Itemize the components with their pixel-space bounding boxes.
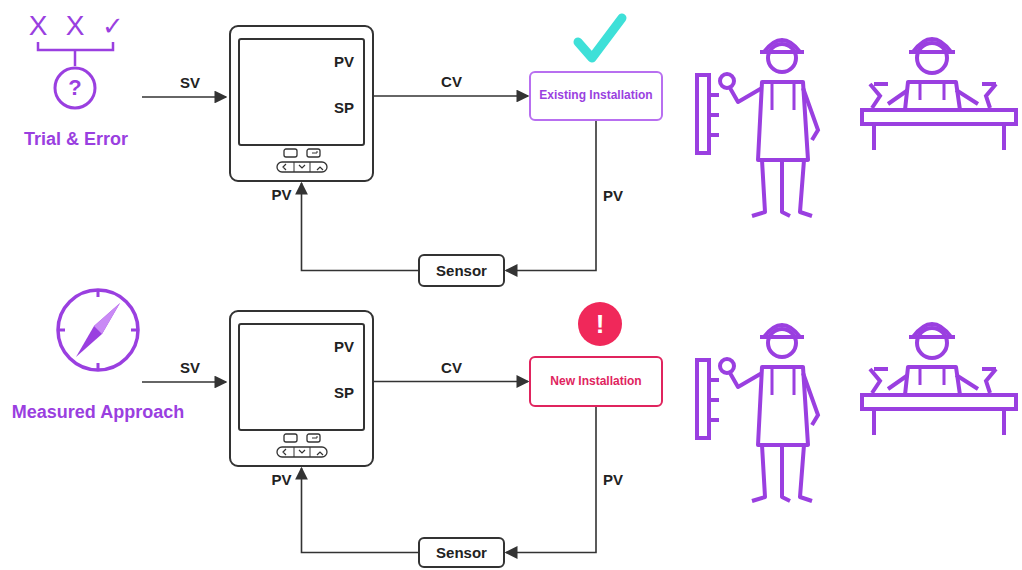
- signal-connector: [302, 468, 419, 553]
- process-box: Existing Installation: [529, 71, 663, 121]
- approach-title: Measured Approach: [12, 403, 184, 423]
- signal-name: PV: [269, 472, 293, 489]
- signal-name: CV: [439, 359, 464, 376]
- question-mark: ?: [68, 76, 81, 100]
- signal-connector: [506, 407, 596, 553]
- process-box: New Installation: [529, 356, 663, 407]
- box-text: New Installation: [550, 375, 641, 389]
- signal-name: PV: [601, 188, 625, 205]
- signal-connector: [374, 95, 528, 97]
- display-value: PV: [334, 53, 354, 70]
- signal-name: PV: [269, 187, 293, 204]
- cross-mark: X: [29, 11, 48, 42]
- cross-mark: X: [66, 11, 85, 42]
- controller-device: PV SP: [229, 310, 374, 467]
- button-row: [272, 432, 332, 462]
- box-text: Sensor: [436, 262, 487, 279]
- controller-device: PV SP: [229, 25, 374, 182]
- signal-name: CV: [439, 74, 464, 91]
- signal-connector: [506, 121, 596, 271]
- display-value: SP: [334, 384, 354, 401]
- display-value: SP: [334, 99, 354, 116]
- tick-mark: ✓: [102, 12, 124, 41]
- display-value: PV: [334, 338, 354, 355]
- process-box: Sensor: [418, 254, 505, 287]
- process-box: Sensor: [418, 537, 505, 568]
- signal-connector: [302, 183, 419, 271]
- signal-connector: [374, 381, 528, 383]
- approach-title: Trial & Error: [24, 130, 128, 150]
- signal-name: SV: [180, 360, 200, 377]
- signal-name: SV: [180, 75, 200, 92]
- warning-mark: !: [596, 310, 605, 339]
- box-text: Existing Installation: [539, 89, 652, 103]
- box-text: Sensor: [436, 544, 487, 561]
- button-row: [272, 147, 332, 177]
- signal-name: PV: [601, 472, 625, 489]
